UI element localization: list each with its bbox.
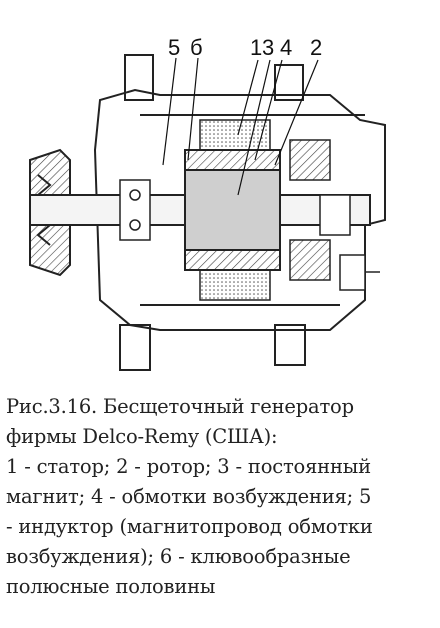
caption-line: Рис.3.16. Бесщеточный генератор — [6, 395, 354, 418]
caption-line: фирмы Delco-Remy (США): — [6, 425, 278, 448]
caption-line: магнит; 4 - обмотки возбуждения; 5 — [6, 485, 372, 508]
callout-labels: 5 б 1 3 4 2 — [168, 35, 322, 60]
callout-4: 4 — [280, 35, 292, 60]
callout-1: 1 — [250, 35, 262, 60]
excitation-winding — [289, 139, 331, 281]
callout-6: б — [190, 35, 203, 60]
stator — [199, 119, 271, 301]
terminal — [339, 254, 380, 291]
housing — [93, 54, 386, 371]
generator-drawing: 5 б 1 3 4 2 — [29, 35, 386, 371]
caption-line: возбуждения); 6 - клювообразные — [6, 545, 351, 568]
caption-line: 1 - статор; 2 - ротор; 3 - постоянный — [6, 455, 371, 478]
callout-5: 5 — [168, 35, 180, 60]
caption-line: полюсные половины — [6, 575, 216, 598]
rotor — [184, 149, 281, 271]
callout-leaders — [162, 57, 319, 196]
callout-2: 2 — [310, 35, 322, 60]
caption-line: - индуктор (магнитопровод обмотки — [6, 515, 373, 538]
figure-caption: Рис.3.16. Бесщеточный генератор фирмы De… — [6, 392, 434, 602]
bearings — [119, 179, 351, 241]
callout-3: 3 — [262, 35, 274, 60]
generator-cross-section-svg: 5 б 1 3 4 2 — [29, 35, 386, 371]
